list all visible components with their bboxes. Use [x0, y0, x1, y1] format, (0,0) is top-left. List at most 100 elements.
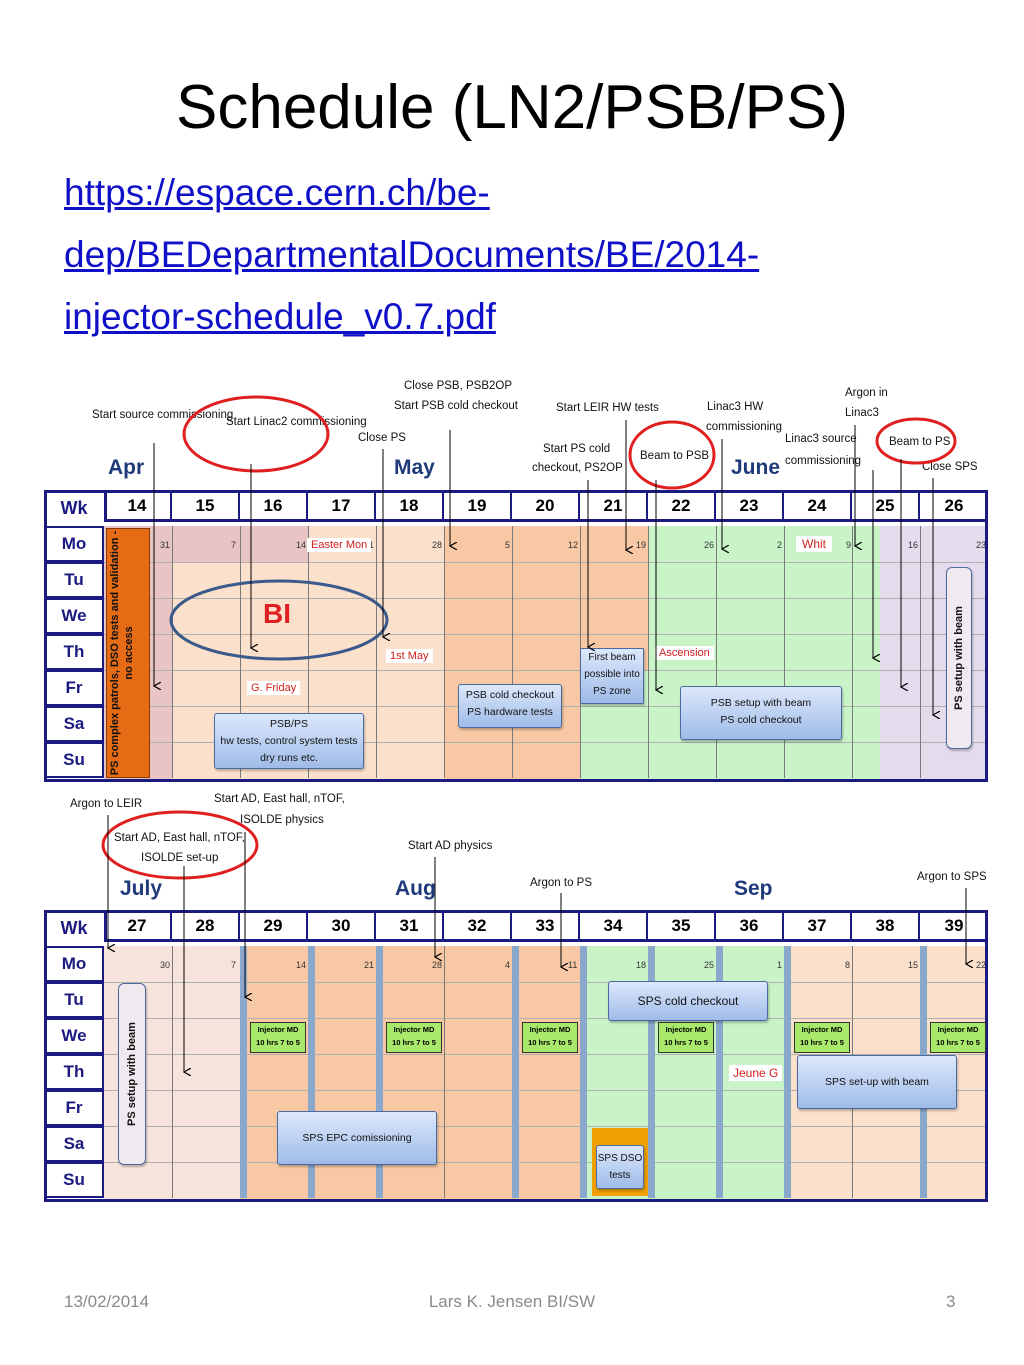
slide-title: Schedule (LN2/PSB/PS)	[175, 73, 848, 142]
month-may: May	[394, 456, 435, 479]
annot-start-ad-setup-1: Start AD, East hall, nTOF,	[114, 832, 245, 844]
link-line-1[interactable]: https://espace.cern.ch/be-	[64, 172, 490, 213]
psb-setup-line-1: PSB setup with beam	[710, 697, 812, 709]
month-aug: Aug	[395, 877, 436, 900]
grid-row-line	[104, 1126, 988, 1127]
week-25: 25	[852, 490, 920, 522]
link-line-3[interactable]: injector-schedule_v0.7.pdf	[64, 296, 496, 337]
sps-cold-checkout-box: SPS cold checkout	[608, 981, 768, 1021]
psb-setup-line-2: PS cold checkout	[720, 714, 802, 726]
bottom-calendar-frame	[44, 910, 988, 1202]
arrows-bottom	[108, 815, 966, 1072]
annot-linac3-hw-2: commissioning	[706, 421, 783, 433]
md-line-1: Injector MD	[801, 1025, 843, 1034]
annot-start-leir: Start LEIR HW tests	[556, 402, 659, 414]
date-monday: 11	[568, 960, 578, 970]
date-monday: 1	[777, 960, 783, 970]
top-calendar-frame	[44, 490, 988, 782]
grid-row-line	[104, 742, 988, 743]
grid-col-line	[716, 526, 717, 778]
day-mo: Mo	[44, 946, 104, 982]
md-stripe	[784, 946, 791, 1198]
first-beam-box: First beam possible into PS zone	[580, 648, 644, 704]
md-stripe	[512, 946, 519, 1198]
week-24: 24	[784, 490, 852, 522]
day-th: Th	[44, 1054, 104, 1090]
grid-col-line	[920, 526, 921, 778]
md-stripe	[240, 946, 247, 1198]
date-monday: 23	[976, 540, 987, 550]
annot-start-ps-cold: Start PS cold	[543, 443, 611, 455]
week-16: 16	[240, 490, 308, 522]
grid-col-line	[444, 526, 445, 778]
week-19: 19	[444, 490, 512, 522]
event-jeune-g: Jeune G	[729, 1065, 783, 1081]
md-stripe	[308, 946, 315, 1198]
date-monday: 31	[160, 540, 171, 550]
annot-argon-to-sps: Argon to SPS	[917, 871, 987, 883]
circle-bi	[169, 579, 389, 661]
circle-beam-to-ps	[875, 417, 957, 465]
day-sa: Sa	[44, 706, 104, 742]
date-monday: 26	[704, 540, 715, 550]
grid-row-line	[104, 670, 988, 671]
sps-dso-line-2: tests	[609, 1170, 631, 1181]
md-line-2: 10 hrs 7 to 5	[392, 1038, 436, 1047]
week-37: 37	[784, 910, 852, 942]
week-15: 15	[172, 490, 240, 522]
date-monday: 14	[296, 540, 307, 550]
annot-start-ad-physics-2: ISOLDE physics	[240, 814, 324, 826]
ps-patrols-bar: PS complex patrols, DSO tests and valida…	[106, 528, 150, 778]
grid-col-line	[444, 946, 445, 1198]
day-su: Su	[44, 1162, 104, 1198]
week-34: 34	[580, 910, 648, 942]
annot-start-ad-physics-1: Start AD, East hall, nTOF,	[214, 793, 345, 805]
schedule-pdf-link[interactable]: https://espace.cern.ch/be- dep/BEDepartm…	[64, 162, 964, 348]
circle-beam-to-psb	[628, 420, 716, 490]
md-stripe	[716, 946, 723, 1198]
injector-md-box: Injector MD 10 hrs 7 to 5	[522, 1022, 578, 1053]
grid-col-line	[172, 946, 173, 1198]
date-monday: 9	[846, 540, 852, 550]
md-line-1: Injector MD	[937, 1025, 979, 1034]
day-tu: Tu	[44, 562, 104, 598]
annot-linac3-source: Linac3 source	[785, 433, 857, 445]
annot-start-psb-cold: Start PSB cold checkout	[394, 400, 519, 412]
annot-close-sps: Close SPS	[922, 461, 978, 473]
date-monday: 8	[845, 960, 851, 970]
sps-dso-box: SPS DSO tests	[596, 1145, 644, 1189]
month-july: July	[120, 877, 163, 900]
annot-beam-to-ps: Beam to PS	[889, 436, 951, 448]
day-su: Su	[44, 742, 104, 778]
date-monday: 16	[908, 540, 919, 550]
date-monday: 28	[432, 960, 443, 970]
footer-page-number: 3	[946, 1292, 956, 1311]
injector-md-box: Injector MD 10 hrs 7 to 5	[386, 1022, 442, 1053]
date-monday: 5	[505, 540, 511, 550]
link-line-2[interactable]: dep/BEDepartmentalDocuments/BE/2014-	[64, 234, 760, 275]
date-monday: 28	[432, 540, 443, 550]
event-ascension: Ascension	[655, 646, 714, 660]
md-line-2: 10 hrs 7 to 5	[528, 1038, 572, 1047]
annot-checkout-ps2op: checkout, PS2OP	[532, 462, 623, 474]
md-stripe	[580, 946, 587, 1198]
grid-col-line	[240, 526, 241, 778]
week-32: 32	[444, 910, 512, 942]
day-we: We	[44, 598, 104, 634]
event-whit: Whit	[796, 536, 832, 552]
annot-beam-to-psb: Beam to PSB	[640, 450, 710, 462]
day-mo: Mo	[44, 526, 104, 562]
day-we: We	[44, 1018, 104, 1054]
week-35: 35	[648, 910, 716, 942]
date-monday: 7	[231, 960, 237, 970]
sps-dso-line-1: SPS DSO	[597, 1153, 643, 1164]
week-38: 38	[852, 910, 920, 942]
first-beam-line-3: PS zone	[593, 686, 631, 697]
day-tu: Tu	[44, 982, 104, 1018]
week-18: 18	[376, 490, 444, 522]
event-easter-mon: Easter Mon	[307, 538, 372, 552]
circle-start-linac2	[182, 395, 330, 473]
injector-md-box: Injector MD 10 hrs 7 to 5	[250, 1022, 306, 1053]
psb-ps-hw-tests-box: PSB/PS hw tests, control system tests dr…	[214, 713, 364, 769]
